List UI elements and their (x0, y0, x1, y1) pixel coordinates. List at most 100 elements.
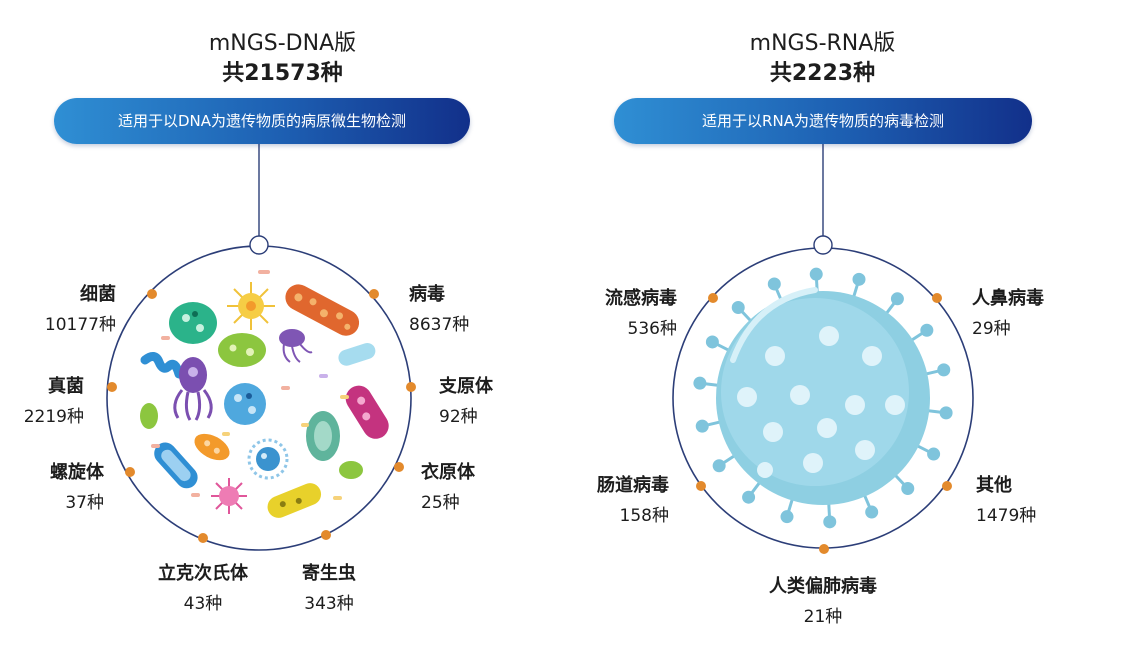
category-name: 衣原体 (421, 462, 475, 483)
dna-diagram (106, 144, 416, 551)
category-virus: 病毒 8637种 (409, 283, 529, 337)
virus-spike-tip (920, 323, 934, 337)
dot-other (942, 481, 952, 491)
dot-enterovirus (696, 481, 706, 491)
microbe-orange-small (194, 433, 230, 461)
micro-particles (151, 270, 349, 500)
category-metapneumovirus: 人类偏肺病毒 21种 (748, 575, 898, 629)
category-dots (107, 289, 416, 543)
category-influenza: 流感病毒 536种 (557, 287, 677, 341)
virus-spike-tip (742, 490, 756, 504)
category-name: 人鼻病毒 (972, 288, 1044, 309)
virus-spike-tip (695, 419, 709, 433)
category-count: 536种 (627, 319, 677, 339)
dot-metapneumovirus (819, 544, 829, 554)
dot-fungi (107, 382, 117, 392)
dna-title: mNGS-DNA版 (208, 31, 357, 56)
category-parasite: 寄生虫 343种 (269, 562, 389, 616)
category-count: 8637种 (409, 315, 470, 335)
category-count: 92种 (439, 407, 478, 427)
bacterium-blue (154, 442, 198, 489)
category-count: 2219种 (23, 407, 84, 427)
microbe-purple-small (279, 329, 313, 363)
microbe-purple-octopus (173, 357, 213, 421)
connector-knob (249, 235, 269, 255)
microbe-blue-round (247, 438, 289, 480)
microbe-green-right (339, 461, 363, 479)
category-fungi: 真菌 2219种 (0, 375, 84, 429)
virus-spike-tip (693, 376, 707, 390)
dot-rickettsia (198, 533, 208, 543)
microbe-green-small (140, 403, 158, 429)
virus-spike-tip (927, 447, 941, 461)
rna-diagram (672, 144, 974, 554)
dot-mycoplasma (406, 382, 416, 392)
connector-knob (813, 235, 833, 255)
category-name: 流感病毒 (605, 288, 677, 309)
category-name: 支原体 (439, 376, 493, 397)
microbe-yellow-star (227, 282, 275, 330)
microbe-pink-star (211, 478, 247, 514)
category-chlamydia: 衣原体 25种 (421, 461, 541, 515)
dot-spirochete (125, 467, 135, 477)
category-name: 真菌 (48, 376, 84, 397)
rna-usage-pill: 适用于以RNA为遗传物质的病毒检测 (614, 98, 1032, 144)
rna-title: mNGS-RNA版 (749, 31, 896, 56)
category-count: 158种 (619, 506, 669, 526)
virus-spike-tip (767, 277, 781, 291)
category-mycoplasma: 支原体 92种 (439, 375, 559, 429)
category-spirochete: 螺旋体 37种 (0, 461, 104, 515)
virus-shine (730, 287, 818, 363)
category-other: 其他 1479种 (976, 474, 1096, 528)
virus-spike-tip (939, 406, 953, 420)
bacterium-yellow (267, 483, 322, 518)
virus-spike-tip (852, 272, 866, 286)
category-name: 寄生虫 (302, 563, 356, 584)
category-count: 37种 (65, 493, 104, 513)
virus-spike-tip (865, 505, 879, 519)
dna-usage-pill: 适用于以DNA为遗传物质的病原微生物检测 (54, 98, 470, 144)
category-name: 其他 (976, 475, 1012, 496)
category-dots (696, 293, 952, 554)
dna-panel: mNGS-DNA版 共21573种 (0, 31, 559, 616)
microbe-lime (218, 333, 266, 367)
dot-influenza (708, 293, 718, 303)
category-name: 病毒 (409, 284, 445, 305)
dot-bacteria (147, 289, 157, 299)
spirochete-blue (140, 352, 184, 379)
bacterium-orange (285, 284, 360, 336)
virus-spike-tip (890, 292, 904, 306)
category-name: 立克次氏体 (158, 563, 248, 584)
dot-parasite (321, 530, 331, 540)
virus-spike-tip (731, 300, 745, 314)
category-bacteria: 细菌 10177种 (0, 283, 116, 337)
category-count: 25种 (421, 493, 460, 513)
microbe-green-oval (306, 411, 340, 461)
category-rhinovirus: 人鼻病毒 29种 (972, 287, 1092, 341)
virus-spike-tip (901, 482, 915, 496)
rna-total: 共2223种 (769, 61, 876, 86)
virus-spike-tip (823, 515, 837, 529)
category-count: 21种 (803, 607, 843, 627)
microbe-blue-cell (224, 383, 266, 425)
category-enterovirus: 肠道病毒 158种 (549, 474, 669, 528)
bacterium-lightblue (338, 342, 376, 366)
rna-panel: mNGS-RNA版 共2223种 适用 (565, 0, 1130, 660)
category-name: 细菌 (80, 284, 116, 305)
category-count: 1479种 (976, 506, 1037, 526)
category-count: 343种 (304, 594, 354, 614)
category-count: 10177种 (44, 315, 116, 335)
category-name: 人类偏肺病毒 (769, 576, 877, 597)
category-count: 43种 (183, 594, 223, 614)
dna-total: 共21573种 (222, 61, 343, 86)
virus-spike-tip (712, 459, 726, 473)
virus-spike-tip (937, 363, 951, 377)
virus-dots (737, 326, 905, 478)
bacterium-magenta (345, 385, 389, 439)
category-name: 肠道病毒 (597, 475, 669, 496)
virus-spike-tip (780, 510, 794, 524)
dot-virus (369, 289, 379, 299)
virus-spike-tip (705, 335, 719, 349)
category-rickettsia: 立克次氏体 43种 (143, 562, 263, 616)
category-name: 螺旋体 (50, 462, 104, 483)
